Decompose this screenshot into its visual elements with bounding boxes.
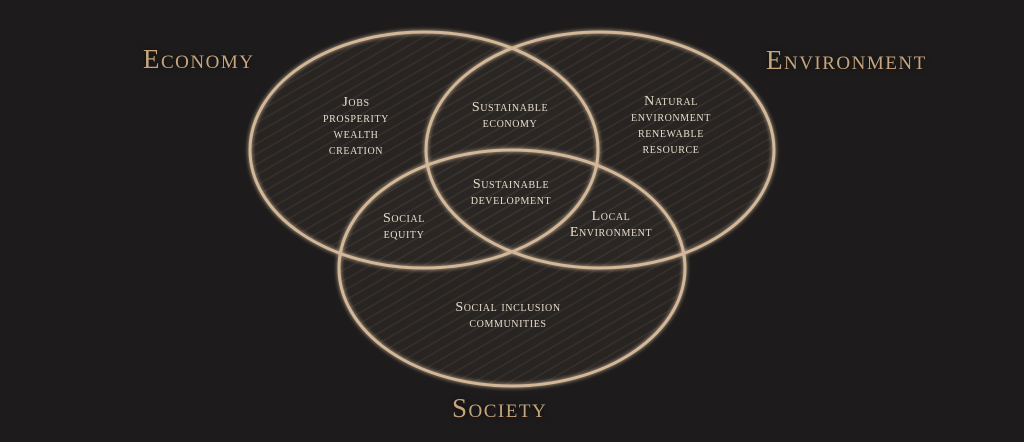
- region-line: Social inclusion: [455, 300, 561, 315]
- region-line: wealth: [333, 127, 379, 142]
- region-line: renewable: [638, 126, 704, 141]
- society-label: Society: [452, 393, 548, 423]
- society-circle-outline: [337, 148, 687, 388]
- region-line: equity: [383, 227, 425, 242]
- environment-label: Environment: [766, 45, 927, 75]
- region-line: Sustainable: [472, 177, 550, 192]
- region-line: Sustainable: [471, 100, 549, 115]
- environment-circle-outline: [424, 30, 776, 270]
- society-circle: [339, 150, 685, 386]
- region-sustainable-economy: Sustainable economy: [472, 100, 548, 132]
- region-line: creation: [328, 143, 384, 158]
- region-line: Jobs: [342, 95, 370, 110]
- region-local-environment: Local Environment: [570, 209, 652, 241]
- region-line: Natural: [644, 94, 698, 109]
- region-line: development: [470, 193, 552, 208]
- region-social-equity: Social equity: [383, 211, 425, 243]
- region-line: Environment: [569, 225, 653, 240]
- region-line: Social: [383, 211, 425, 226]
- economy-circle-outline: [248, 30, 600, 270]
- region-line: communities: [469, 316, 547, 331]
- region-environment-only: Natural environment renewable resource: [631, 94, 711, 158]
- region-line: economy: [482, 116, 538, 131]
- region-economy-only: Jobs prosperity wealth creation: [323, 95, 389, 159]
- region-society-only: Social inclusion communities: [455, 300, 560, 332]
- region-line: resource: [642, 142, 700, 157]
- region-line: Local: [591, 209, 631, 224]
- region-line: environment: [631, 110, 711, 125]
- region-line: prosperity: [322, 111, 390, 126]
- economy-label: Economy: [143, 44, 255, 74]
- region-sustainable-development: Sustainable development: [471, 177, 551, 209]
